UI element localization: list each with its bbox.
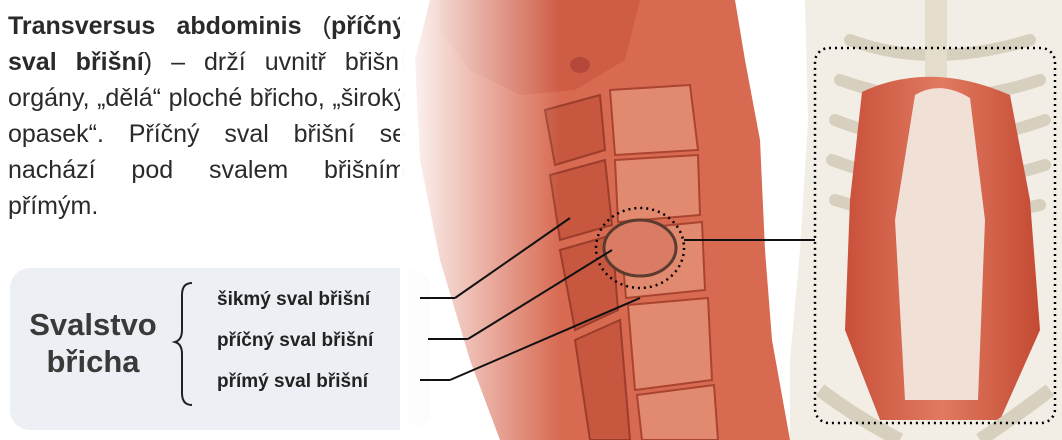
torso-skeleton [790,0,1062,440]
nipple [570,57,590,73]
torso-muscular [400,0,790,440]
brace [175,283,192,405]
transverse-window [604,220,676,276]
